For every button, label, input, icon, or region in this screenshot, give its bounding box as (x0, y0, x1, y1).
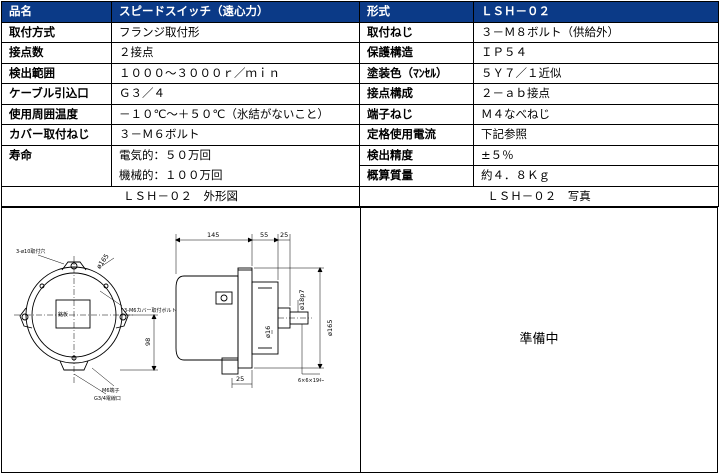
spec-row: 寿命 電気的：５０万回 検出精度 ±５％ (1, 144, 719, 187)
side-diameter-dim: ø165 (326, 320, 334, 336)
outline-drawing: 3-ø10取付穴 ø165 3-M6カバー取付ボルト 銘板 M6端子 G3/4電… (14, 231, 334, 402)
detect-range-value: １０００～３０００ｒ／ｍｉｎ (111, 62, 360, 84)
rated-current-label: 定格使用電流 (359, 124, 474, 146)
front-view (14, 254, 158, 395)
spec-row: 接点数 ２接点 保護構造 ＩＰ５４ (1, 42, 719, 64)
spec-row: 使用周囲温度 －１０℃～＋５０℃（氷結がないこと） 端子ねじ Ｍ４なべねじ (1, 103, 719, 125)
mass-label: 概算質量 (359, 165, 474, 187)
spec-row: ケーブル引込口 Ｇ３／４ 接点構成 ２－ａｂ接点 (1, 83, 719, 105)
shaft-diameter-dim: ø16 (264, 326, 272, 338)
paint-color-value: ５Ｙ７／１近似 (473, 62, 719, 84)
length-25-top-dim: 25 (280, 231, 288, 239)
model-label: 形式 (359, 1, 474, 23)
spec-table: 品名 スピードスイッチ（遠心力） 形式 ＬＳＨ－０２ 取付方式 フランジ取付形 … (1, 1, 719, 207)
cover-screw-value: ３－Ｍ６ボルト (111, 124, 360, 146)
length-55-dim: 55 (260, 231, 268, 239)
cable-entry-value: Ｇ３／４ (111, 83, 360, 105)
front-diameter-dim: ø165 (95, 252, 111, 270)
ambient-temp-value: －１０℃～＋５０℃（氷結がないこと） (111, 103, 360, 125)
protection-value: ＩＰ５４ (473, 42, 719, 64)
detect-range-label: 検出範囲 (1, 62, 112, 84)
key-dim: 6×6×19ｷｰ (298, 378, 325, 384)
spec-row: 検出範囲 １０００～３０００ｒ／ｍｉｎ 塗装色（ﾏﾝｾﾙ） ５Ｙ７／１近似 (1, 62, 719, 84)
terminal-screw-label: 端子ねじ (359, 103, 474, 125)
mounting-holes-note: 3-ø10取付穴 (16, 248, 45, 255)
protection-label: 保護構造 (359, 42, 474, 64)
cable-entry-note: G3/4電線口 (94, 395, 121, 402)
ambient-temp-label: 使用周囲温度 (1, 103, 112, 125)
mass-value: 約４．８Ｋｇ (473, 165, 719, 187)
nameplate-label: 銘板 (58, 311, 68, 318)
spec-row: カバー取付ねじ ３－Ｍ６ボルト 定格使用電流 下記参照 (1, 124, 719, 146)
accuracy-label: 検出精度 (359, 144, 474, 166)
mount-method-value: フランジ取付形 (111, 21, 360, 43)
length-145-dim: 145 (207, 231, 219, 239)
photo-panel: 準備中 (360, 207, 718, 473)
cover-bolts-note: 3-M6カバー取付ボルト (124, 307, 176, 314)
model-value: ＬＳＨ－０２ (473, 1, 719, 23)
accuracy-value: ±５％ (473, 144, 719, 166)
spec-row: 取付方式 フランジ取付形 取付ねじ ３－Ｍ８ボルト（供給外） (1, 21, 719, 43)
cable-entry-label: ケーブル引込口 (1, 83, 112, 105)
life-label: 寿命 (1, 144, 112, 187)
photo-placeholder-text: 準備中 (519, 332, 559, 347)
contact-config-label: 接点構成 (359, 83, 474, 105)
height-98-dim: 98 (144, 338, 152, 346)
life-mechanical-value: 機械的：１００万回 (111, 165, 360, 187)
drawing-caption: ＬＳＨ－０２ 外形図 (1, 185, 360, 207)
contacts-label: 接点数 (1, 42, 112, 64)
header-row: 品名 スピードスイッチ（遠心力） 形式 ＬＳＨ－０２ (1, 1, 719, 23)
shaft-fit-dim: ø18p7 (298, 289, 306, 310)
product-name-value: スピードスイッチ（遠心力） (111, 1, 360, 23)
contact-config-value: ２－ａｂ接点 (473, 83, 719, 105)
length-25-bottom-dim: 25 (236, 375, 244, 383)
paint-color-label: 塗装色（ﾏﾝｾﾙ） (359, 62, 474, 84)
product-name-label: 品名 (1, 1, 112, 23)
caption-row: ＬＳＨ－０２ 外形図 ＬＳＨ－０２ 写真 (1, 185, 719, 207)
contacts-value: ２接点 (111, 42, 360, 64)
outline-drawing-panel: 3-ø10取付穴 ø165 3-M6カバー取付ボルト 銘板 M6端子 G3/4電… (1, 207, 361, 473)
mount-screw-value: ３－Ｍ８ボルト（供給外） (473, 21, 719, 43)
photo-caption: ＬＳＨ－０２ 写真 (359, 185, 719, 207)
terminal-note: M6端子 (102, 387, 120, 394)
side-view (174, 234, 324, 388)
rated-current-value: 下記参照 (473, 124, 719, 146)
mount-method-label: 取付方式 (1, 21, 112, 43)
mount-screw-label: 取付ねじ (359, 21, 474, 43)
cover-screw-label: カバー取付ねじ (1, 124, 112, 146)
life-electrical-value: 電気的：５０万回 (111, 144, 360, 166)
terminal-screw-value: Ｍ４なべねじ (473, 103, 719, 125)
